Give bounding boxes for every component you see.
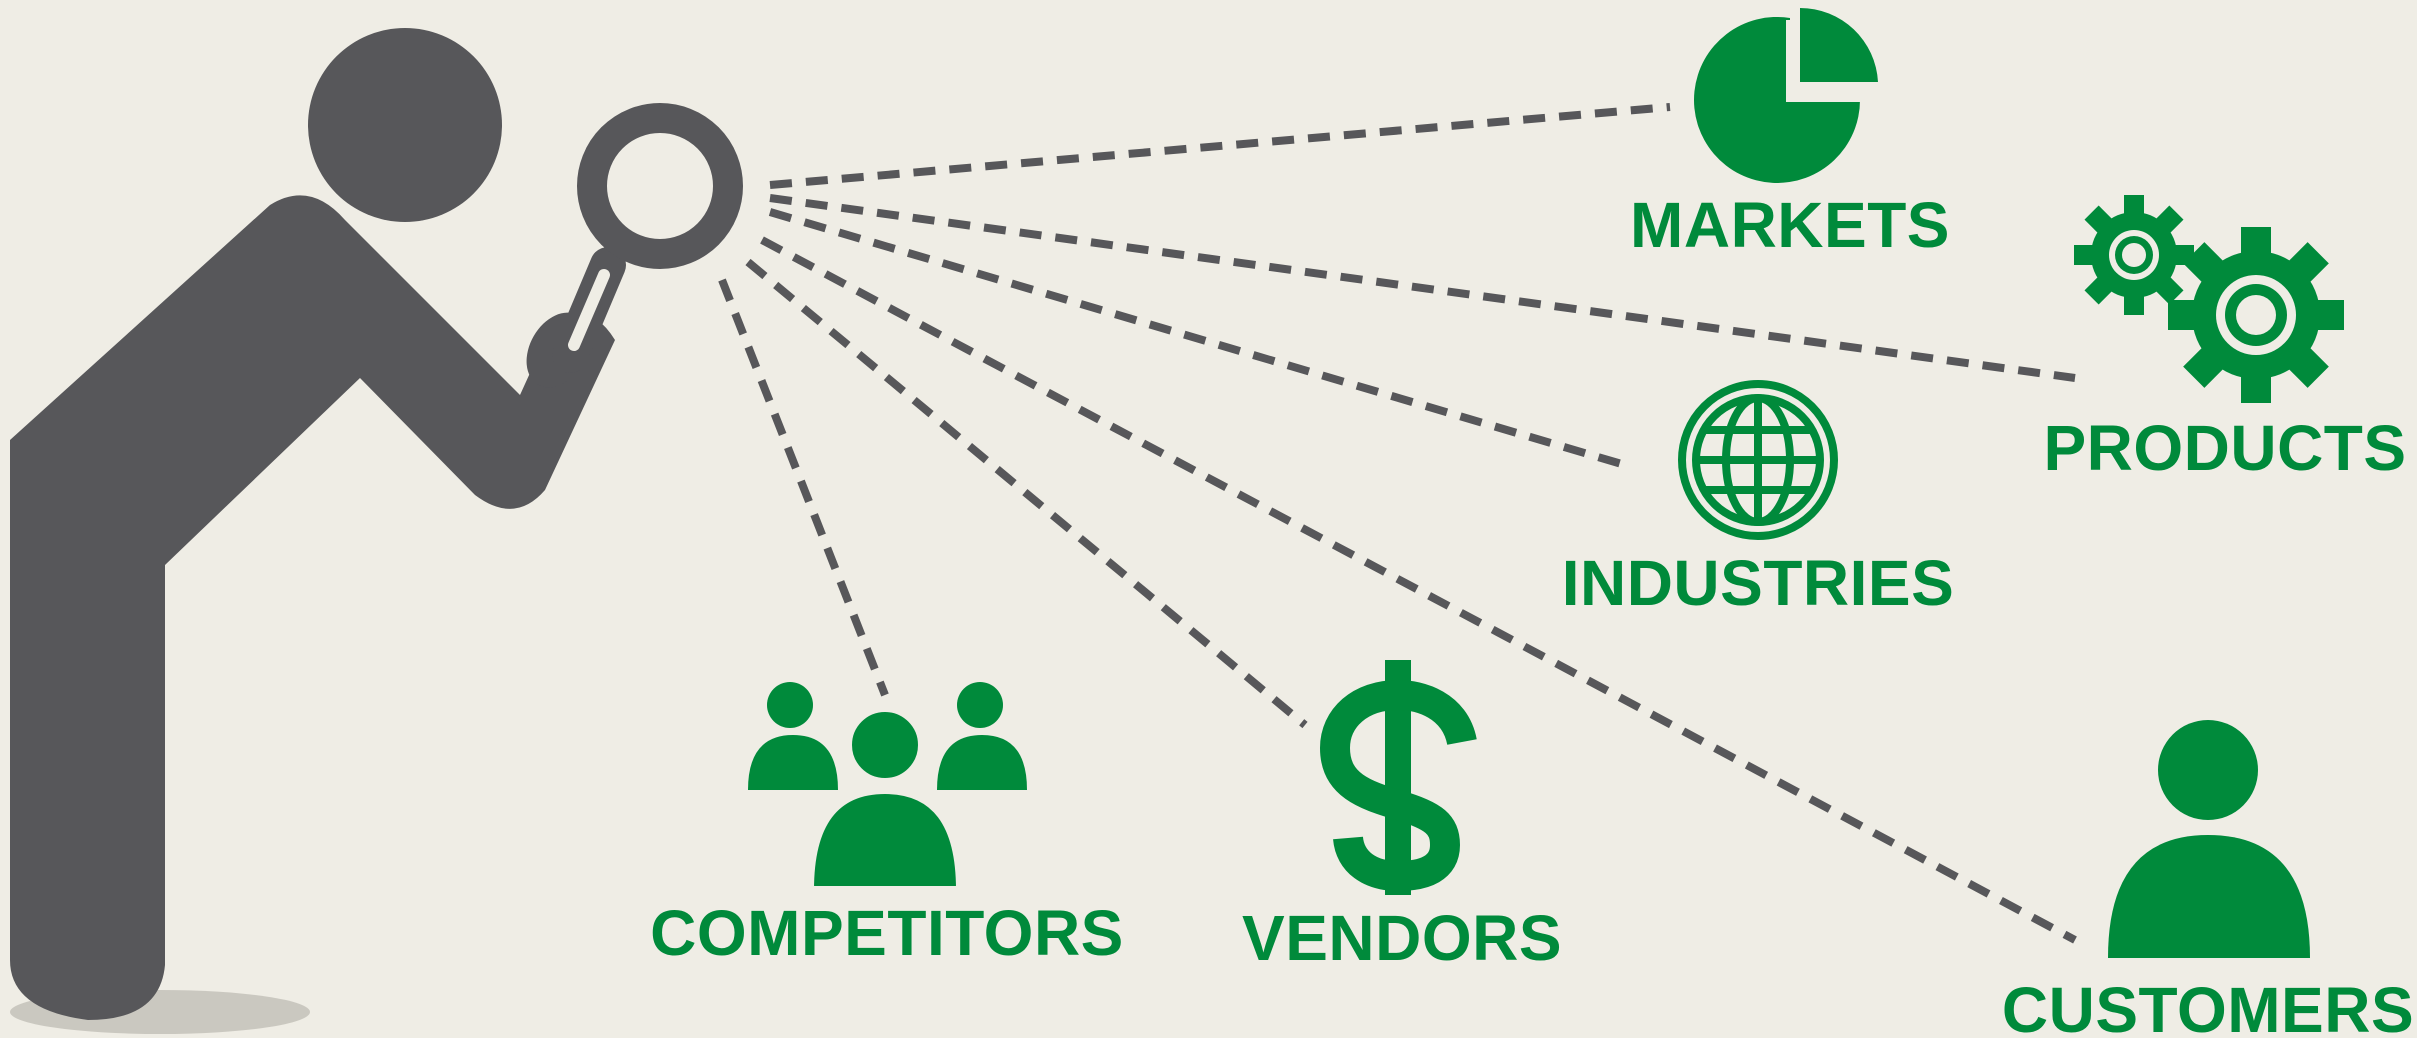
person-icon [2108,720,2310,958]
people-group-icon [748,682,1027,894]
magnifier-icon [577,103,743,269]
node-products: PRODUCTS [2043,195,2406,484]
connector-competitors [718,278,889,697]
connector-vendors [745,258,1308,729]
figure-head [308,28,502,222]
node-vendors: VENDORS [1242,660,1562,974]
globe-icon [1678,380,1838,540]
node-label-industries: INDUSTRIES [1562,547,1955,619]
connector-industries [768,208,1627,469]
node-markets: MARKETS [1630,7,1950,261]
gears-icon [2074,195,2344,403]
connector-markets [769,103,1671,189]
node-label-markets: MARKETS [1630,189,1950,261]
pie-chart-icon [1694,7,1878,183]
node-label-products: PRODUCTS [2043,412,2406,484]
figure-body [10,195,615,1020]
node-label-competitors: COMPETITORS [650,897,1124,969]
node-customers: CUSTOMERS [2002,720,2414,1038]
magnifier-handle-highlight [568,269,610,351]
node-industries: INDUSTRIES [1562,380,1955,619]
connector-lines [718,103,2077,944]
dollar-icon [1319,660,1477,895]
connector-products [769,194,2076,382]
connector-customers [760,236,2077,944]
node-label-vendors: VENDORS [1242,902,1562,974]
node-label-customers: CUSTOMERS [2002,974,2414,1038]
researcher-figure [10,28,743,1034]
node-competitors: COMPETITORS [650,682,1124,969]
